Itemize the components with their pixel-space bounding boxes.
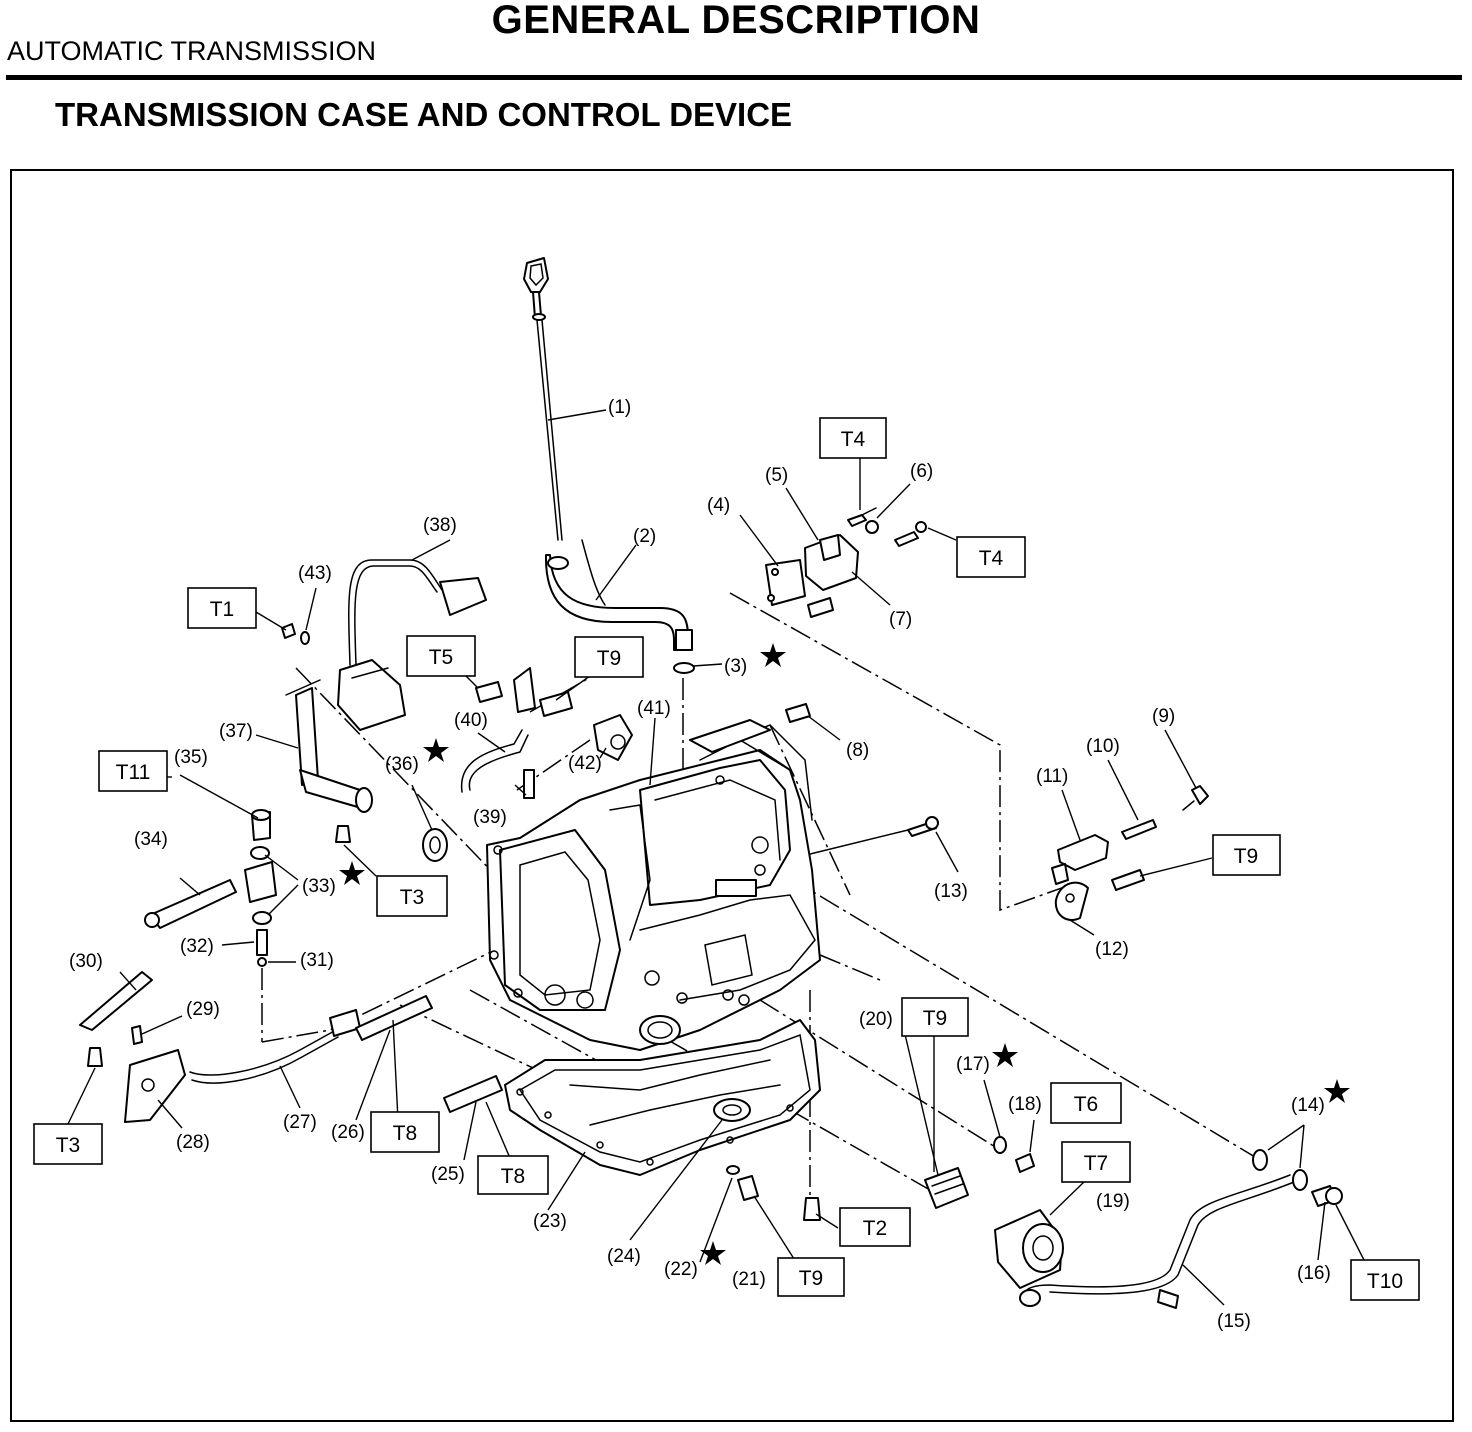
callout-6: (6) (910, 461, 933, 482)
callout-13: (13) (934, 881, 968, 902)
inhibitor-switch-assembly (765, 507, 927, 618)
lower-parts (726, 1136, 1343, 1309)
callout-labels: (1) (2) (3) (4) (5) (6) (7) (8) (9) (10)… (69, 397, 1331, 1332)
transmission-case (486, 719, 821, 1051)
callout-2: (2) (633, 526, 656, 547)
torque-label-t9-lever: T9 (1234, 845, 1259, 868)
callout-22: (22) (664, 1259, 698, 1280)
callout-36: (36) (385, 754, 419, 775)
torque-label-t9-filter-stud: T9 (923, 1007, 948, 1030)
torque-label-t8-right: T8 (501, 1165, 526, 1188)
callout-23: (23) (533, 1211, 567, 1232)
right-side-parts (785, 703, 1209, 921)
callout-1: (1) (608, 397, 631, 418)
star-icon (1324, 1079, 1350, 1103)
torque-label-t4-top: T4 (841, 428, 866, 451)
leader-lines (67, 409, 1366, 1306)
star-icon (700, 1241, 726, 1265)
callout-21: (21) (732, 1269, 766, 1290)
callout-19: (19) (1096, 1191, 1130, 1212)
star-icon (423, 738, 449, 762)
star-icon (760, 643, 786, 667)
callout-27: (27) (283, 1112, 317, 1133)
torque-label-t11: T11 (116, 761, 151, 784)
callout-38: (38) (423, 515, 457, 536)
replace-part-stars (339, 643, 1350, 1265)
callout-29: (29) (186, 999, 220, 1020)
callout-7: (7) (889, 609, 912, 630)
callout-24: (24) (607, 1246, 641, 1267)
callout-39: (39) (473, 807, 507, 828)
callout-14: (14) (1291, 1095, 1325, 1116)
callout-20: (20) (859, 1009, 893, 1030)
callout-8: (8) (846, 740, 869, 761)
page-title: GENERAL DESCRIPTION (491, 0, 981, 42)
diagram-frame (10, 169, 1454, 1422)
left-side-parts (79, 559, 633, 1123)
torque-label-t2: T2 (863, 1217, 888, 1240)
torque-label-t10: T10 (1367, 1270, 1403, 1293)
torque-label-t7: T7 (1084, 1152, 1109, 1175)
oil-pan (504, 1019, 821, 1176)
callout-37: (37) (219, 721, 253, 742)
callout-17: (17) (956, 1054, 990, 1075)
torque-label-t4-right: T4 (979, 547, 1004, 570)
callout-43: (43) (298, 563, 332, 584)
torque-label-t3-lower: T3 (56, 1134, 81, 1157)
star-icon (339, 861, 365, 885)
torque-labels: T1 T2 T3 T3 T4 T4 T5 T6 T7 T8 T8 T9 T9 T… (33, 417, 1420, 1301)
callout-18: (18) (1008, 1094, 1042, 1115)
torque-label-t8-left: T8 (393, 1122, 418, 1145)
callout-16: (16) (1297, 1263, 1331, 1284)
torque-label-t9-bracket: T9 (597, 647, 622, 670)
callout-42: (42) (568, 753, 602, 774)
callout-11: (11) (1036, 766, 1068, 787)
torque-label-t1: T1 (210, 598, 235, 621)
callout-28: (28) (176, 1132, 210, 1153)
torque-label-t5: T5 (429, 646, 454, 669)
callout-31: (31) (300, 950, 334, 971)
callout-25: (25) (431, 1164, 465, 1185)
star-icon (992, 1043, 1018, 1067)
callout-15: (15) (1217, 1311, 1251, 1332)
callout-12: (12) (1095, 939, 1129, 960)
callout-33: (33) (302, 876, 336, 897)
figure-heading: TRANSMISSION CASE AND CONTROL DEVICE (55, 96, 793, 133)
section-label: AUTOMATIC TRANSMISSION (7, 36, 377, 66)
callout-5: (5) (765, 465, 788, 486)
oil-level-gauge (523, 257, 563, 541)
callout-10: (10) (1086, 736, 1120, 757)
callout-34: (34) (134, 829, 168, 850)
callout-35: (35) (174, 747, 208, 768)
callout-41: (41) (637, 698, 671, 719)
callout-32: (32) (180, 936, 214, 957)
callout-26: (26) (331, 1122, 365, 1143)
header-divider (6, 75, 1462, 80)
callout-30: (30) (69, 951, 103, 972)
callout-3: (3) (724, 656, 747, 677)
oil-filler-pipe (544, 539, 695, 674)
callout-4: (4) (707, 495, 730, 516)
callout-40: (40) (454, 710, 488, 731)
torque-label-t3-upper: T3 (400, 886, 425, 909)
torque-label-t6: T6 (1074, 1093, 1099, 1116)
torque-label-t9-drain: T9 (799, 1267, 824, 1290)
callout-9: (9) (1152, 706, 1175, 727)
